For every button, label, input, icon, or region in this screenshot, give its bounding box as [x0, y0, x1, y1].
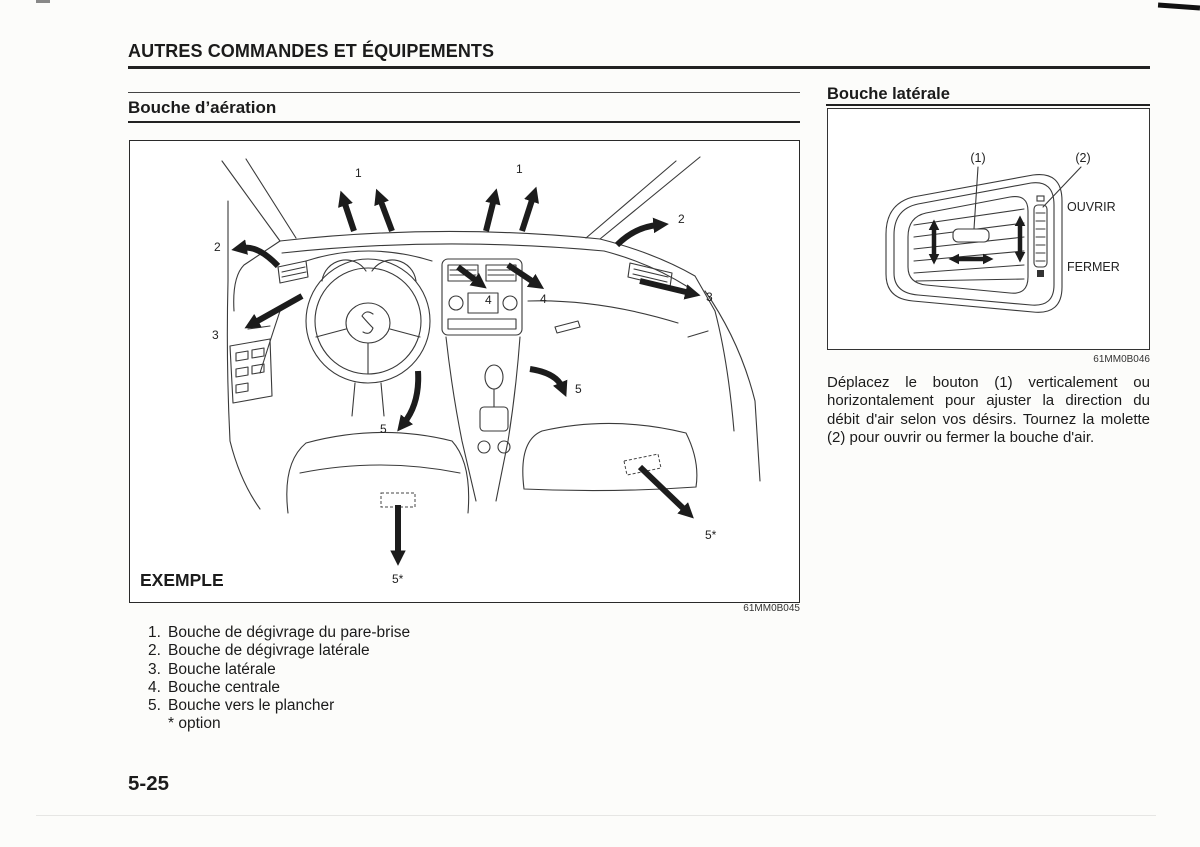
window-switch-panel [229, 338, 273, 404]
legend-item: 5.Bouche vers le plancher [148, 697, 335, 715]
scan-edge-mark [1157, 2, 1200, 11]
callout-4: 4 [540, 292, 547, 306]
floor-vents-optional [380, 453, 662, 508]
legend-item: 4.Bouche centrale [148, 678, 281, 696]
left-door-handle [247, 325, 271, 330]
dashboard-left [233, 240, 281, 312]
instrument-hood [305, 250, 433, 262]
figure-code: 61MM0B046 [1093, 354, 1150, 365]
side-vent-heading: Bouche latérale [827, 85, 950, 103]
label-knob: (1) [970, 151, 985, 165]
callout-1: 1 [516, 162, 523, 176]
callout-5-option: 5* [705, 528, 717, 542]
legend-footnote: * option [168, 715, 221, 733]
callout-2: 2 [214, 240, 221, 254]
callout-3: 3 [706, 290, 713, 304]
legend-item: 1.Bouche de dégivrage du pare-brise [148, 624, 411, 641]
open-icon [1036, 195, 1045, 202]
callout-5: 5 [575, 382, 582, 396]
floor-vent-arrow-rear-right [637, 464, 694, 519]
right-a-pillar [585, 156, 701, 240]
center-vent-arrow [456, 264, 487, 289]
vent-legend: 1.Bouche de dégivrage du pare-brise 2.Bo… [148, 624, 410, 734]
leader-line-knob [973, 166, 979, 230]
instrument-dials [321, 259, 417, 282]
driver-seat [286, 431, 470, 514]
callout-2: 2 [678, 212, 685, 226]
dashboard-right [599, 238, 716, 312]
vent-locations-illustration: 1 1 2 2 3 3 4 4 5 5 5* 5* [212, 156, 761, 586]
side-vent-arrow-left [244, 293, 304, 329]
windshield-defrost-arrow [519, 186, 539, 232]
side-vent-illustration: (1) (2) OUVRIR FERMER [885, 151, 1120, 313]
callout-5-option: 5* [392, 572, 404, 586]
label-dial: (2) [1075, 151, 1090, 165]
close-icon [1037, 270, 1044, 277]
callout-5: 5 [380, 422, 387, 436]
left-a-pillar [221, 158, 297, 242]
heading-rule-top [128, 92, 800, 93]
callout-labels: 1 1 2 2 3 3 4 4 5 5 5* 5* [212, 162, 717, 586]
center-stack [441, 258, 523, 336]
header-rule [128, 66, 1150, 69]
callout-4: 4 [485, 293, 492, 307]
side-defrost-arrow-right [614, 217, 669, 248]
center-console [445, 336, 521, 502]
dashboard-top [279, 230, 601, 242]
direction-knob [952, 228, 990, 243]
floor-vent-rear-left [380, 492, 416, 508]
side-vent-heading-rule [826, 104, 1150, 106]
vent-locations-figure: 1 1 2 2 3 3 4 4 5 5 5* 5* EXEMPLE [129, 140, 800, 603]
side-vent-figure: (1) (2) OUVRIR FERMER [827, 108, 1150, 350]
windshield-defrost-arrow [338, 190, 357, 232]
vent-slats [913, 208, 1025, 282]
legend-item: 3.Bouche latérale [148, 660, 276, 678]
left-side-vent [277, 260, 309, 284]
floor-vent-arrow-front-left [397, 370, 422, 432]
vents-heading: Bouche d’aération [128, 98, 277, 117]
open-close-dial [1033, 204, 1048, 268]
example-label: EXEMPLE [140, 570, 224, 590]
passenger-seat [522, 422, 698, 492]
airflow-arrows [231, 186, 701, 566]
callout-1: 1 [355, 166, 362, 180]
scan-fold-line [36, 815, 1156, 816]
floor-vent-arrow-front-right [529, 366, 568, 398]
leader-line-dial [1042, 166, 1082, 208]
lower-dash-left [259, 310, 281, 374]
window-switches [235, 347, 265, 394]
glovebox [527, 300, 679, 334]
page-number: 5-25 [128, 772, 170, 795]
center-vent-arrow [506, 262, 545, 290]
side-vent-arrow-right [639, 278, 701, 300]
open-label: OUVRIR [1067, 200, 1116, 214]
right-door-handle [687, 330, 709, 338]
dial-ridges [1035, 212, 1046, 262]
left-door [226, 200, 261, 510]
side-vent-instructions: Déplacez le bouton (1) verticalement ou … [827, 374, 1150, 447]
steering-wheel [305, 258, 431, 417]
right-door [704, 290, 761, 482]
scan-edge-mark [36, 0, 50, 3]
windshield-defrost-arrow [483, 188, 501, 232]
figure-code: 61MM0B045 [743, 603, 800, 614]
heading-rule-bottom [128, 121, 800, 123]
dashboard-edge [281, 243, 605, 254]
windshield-defrost-arrow [374, 188, 395, 233]
side-defrost-arrow-left [231, 239, 281, 269]
callout-3: 3 [212, 328, 219, 342]
legend-item: 2.Bouche de dégivrage latérale [148, 642, 370, 660]
section-title: AUTRES COMMANDES ET ÉQUIPEMENTS [128, 41, 495, 61]
close-label: FERMER [1067, 260, 1120, 274]
